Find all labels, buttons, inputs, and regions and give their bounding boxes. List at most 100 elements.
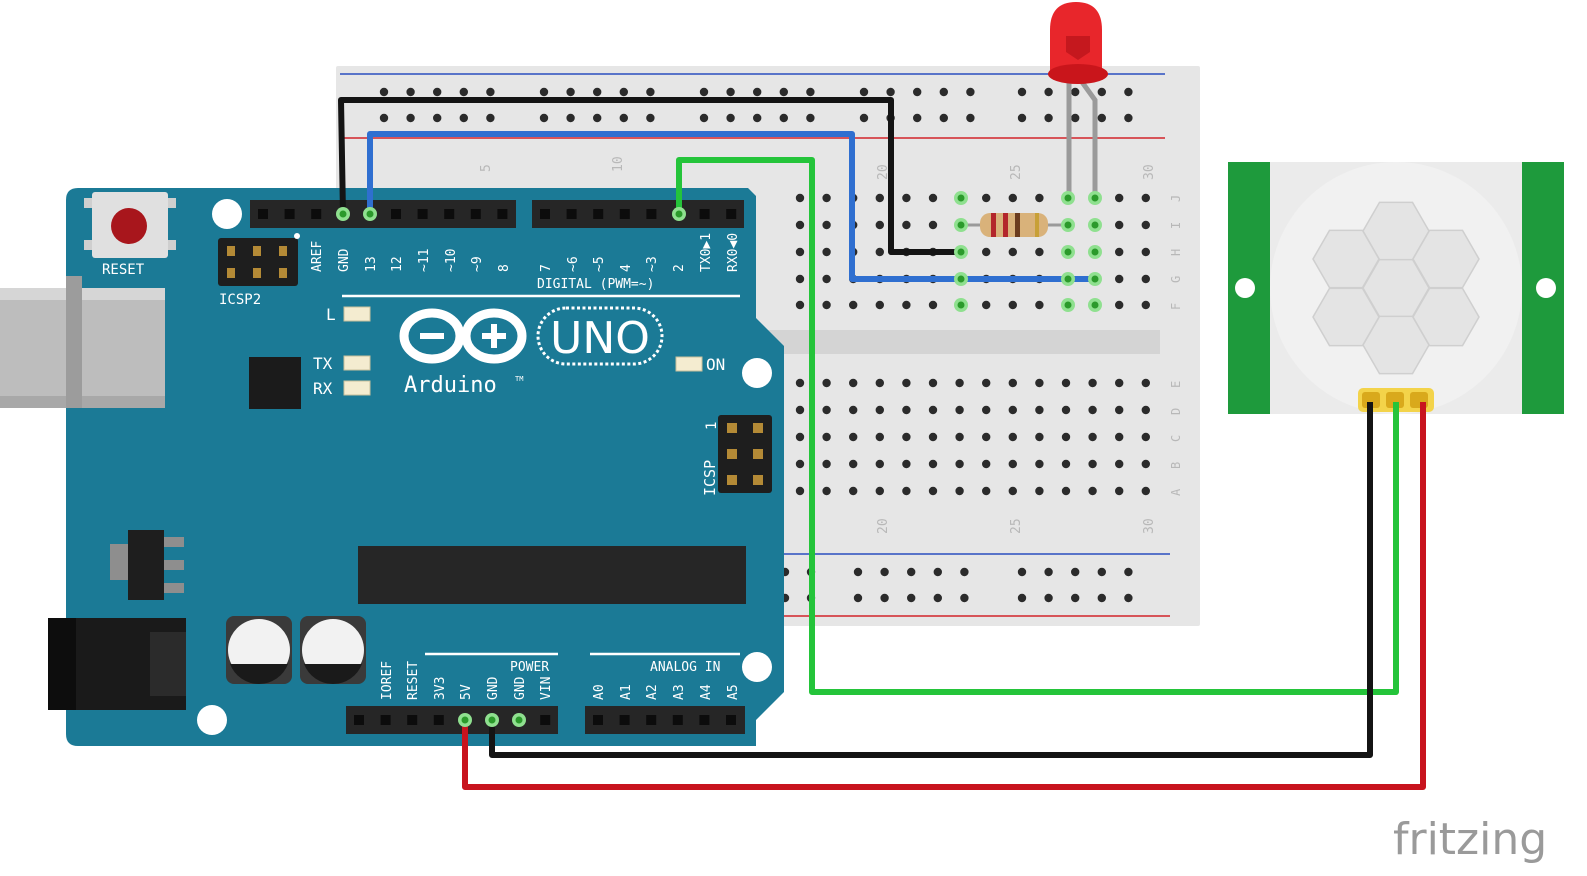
bb-hole <box>1141 405 1151 415</box>
digital-header-left <box>250 200 516 228</box>
bb-hole <box>1124 113 1133 123</box>
digital-pin-label: AREF <box>310 241 325 272</box>
bb-hole <box>849 300 858 310</box>
bb-hole <box>1061 486 1071 496</box>
wire-pin2-to-pir-out[interactable] <box>676 157 1399 695</box>
reset-button[interactable] <box>84 192 176 258</box>
led-on <box>675 356 703 372</box>
reset-button-cap[interactable] <box>111 208 147 244</box>
bb-hole <box>1035 193 1044 203</box>
bb-hole <box>902 432 911 442</box>
arduino-pcb <box>66 188 784 746</box>
bb-col-number: 5 <box>479 164 494 172</box>
connected-hole-core <box>1091 301 1099 309</box>
bb-hole <box>459 87 468 97</box>
bb-hole <box>1035 459 1044 469</box>
digital-header-right <box>532 200 744 228</box>
icsp2-header <box>218 238 298 286</box>
connected-hole-core <box>1064 248 1072 256</box>
bb-hole <box>1071 113 1080 123</box>
digital-pin-label: 7 <box>539 264 554 272</box>
bb-hole <box>486 113 495 123</box>
icsp-pin <box>753 423 763 433</box>
bb-hole <box>379 87 389 97</box>
bb-hole <box>1044 567 1053 577</box>
arduino-infinity-logo <box>399 308 527 364</box>
led-rim <box>1048 64 1108 84</box>
led-on-label: ON <box>706 355 725 374</box>
bb-row-letter: E <box>1169 381 1183 388</box>
bb-hole <box>880 593 889 603</box>
pir-pin-header <box>1358 388 1434 412</box>
bb-hole <box>1115 220 1124 230</box>
wire-gnd-to-pir[interactable] <box>489 402 1373 758</box>
bb-hole <box>902 405 911 415</box>
bb-hole <box>849 378 858 388</box>
connected-hole-core <box>488 716 496 724</box>
icsp2-pin <box>227 268 235 278</box>
bb-hole <box>1044 87 1053 97</box>
header-pin <box>593 715 603 725</box>
header-pin <box>258 209 268 219</box>
bb-col-number: 30 <box>1142 164 1157 180</box>
mounting-hole <box>742 358 772 388</box>
bb-hole <box>822 193 831 203</box>
bb-hole <box>849 405 858 415</box>
capacitor <box>226 616 292 685</box>
header-pin <box>433 715 444 725</box>
bb-hole <box>822 405 831 415</box>
bb-hole <box>1071 593 1080 603</box>
connected-hole-core <box>366 210 374 218</box>
bb-hole <box>875 193 884 203</box>
bb-col-number: 20 <box>876 518 891 534</box>
bb-hole <box>982 405 991 415</box>
icsp2-label: ICSP2 <box>219 292 261 308</box>
wire-pin13-to-led[interactable] <box>367 131 1095 282</box>
bb-hole <box>1124 87 1133 97</box>
bb-hole <box>1035 432 1044 442</box>
bb-hole <box>1115 486 1124 496</box>
header-pin <box>619 715 630 725</box>
bb-hole <box>982 193 991 203</box>
header-pin <box>540 209 550 219</box>
wire-5v-to-pir[interactable] <box>462 402 1426 790</box>
bb-hole <box>779 87 788 97</box>
bb-hole <box>902 220 911 230</box>
bb-hole <box>795 459 805 469</box>
header-pin <box>470 209 481 219</box>
digital-pin-label: 8 <box>497 264 512 272</box>
bb-hole <box>939 113 948 123</box>
mounting-hole <box>197 705 227 735</box>
digital-pin-label: ~9 <box>470 256 485 272</box>
connected-hole-core <box>1064 194 1072 202</box>
wire-gnd-to-rail[interactable] <box>338 97 961 255</box>
bb-hole <box>875 432 884 442</box>
icsp2-pin <box>227 246 235 256</box>
bb-hole <box>1017 87 1027 97</box>
bb-hole <box>822 432 831 442</box>
pir-mounting-hole <box>1235 278 1255 298</box>
bb-hole <box>1141 459 1151 469</box>
bb-hole <box>1008 459 1017 469</box>
power-pin-label: 3V3 <box>433 677 448 700</box>
led-tx <box>343 355 371 371</box>
bb-hole <box>806 113 815 123</box>
fresnel-cell <box>1312 287 1380 347</box>
digital-pin-label: RX0◀0 <box>726 233 741 272</box>
bb-row-letter: F <box>1169 303 1183 310</box>
header-pin <box>699 209 710 219</box>
analog-pin-label: A0 <box>592 684 607 700</box>
bb-hole <box>982 247 991 257</box>
analog-pin-label: A3 <box>672 684 687 700</box>
bb-hole <box>1035 247 1044 257</box>
trademark-label: TM <box>515 375 523 383</box>
connected-hole-core <box>1091 194 1099 202</box>
bb-hole <box>875 486 884 496</box>
power-pin-label: GND <box>513 676 528 700</box>
bb-hole <box>875 378 884 388</box>
uno-badge <box>536 306 664 366</box>
digital-pin-label: GND <box>337 248 352 272</box>
bb-hole <box>853 593 863 603</box>
bb-hole <box>566 113 575 123</box>
